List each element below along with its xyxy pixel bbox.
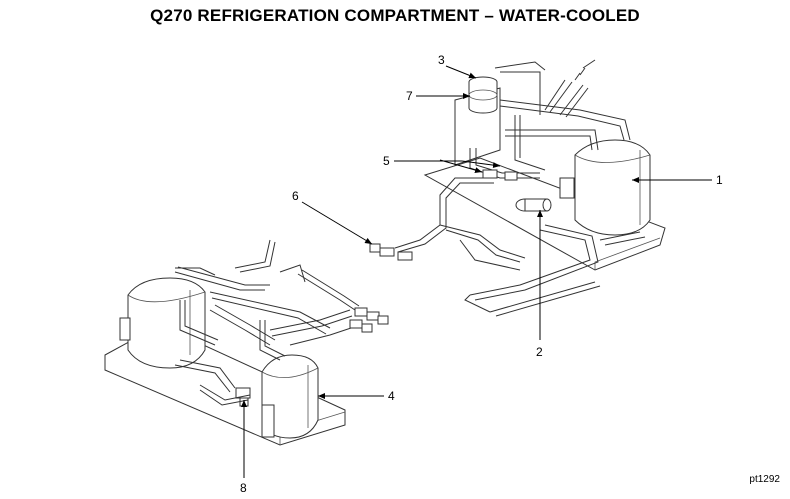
water-valve (515, 198, 552, 212)
callout-8: 8 (240, 481, 247, 495)
figure-id: pt1292 (749, 474, 780, 485)
lower-rear-compressor (119, 277, 206, 369)
receiver-tank (468, 76, 498, 114)
callout-3: 3 (438, 53, 445, 67)
water-inlet-fittings (369, 243, 413, 261)
upper-base-plate (423, 157, 666, 271)
leader-5b (439, 159, 483, 173)
callout-5: 5 (383, 154, 390, 168)
diagram-title: Q270 REFRIGERATION COMPARTMENT – WATER-C… (150, 6, 640, 25)
callout-4: 4 (388, 389, 395, 403)
callout-6: 6 (292, 189, 299, 203)
leader-5c (461, 160, 501, 169)
upper-assembly (369, 59, 666, 317)
callout-7: 7 (406, 89, 413, 103)
callout-1: 1 (716, 173, 723, 187)
leader-6 (301, 201, 373, 245)
lower-front-compressor (261, 354, 319, 439)
leader-3 (445, 65, 477, 79)
upper-compressor (559, 139, 651, 236)
lower-inlet-fittings (349, 307, 389, 333)
callout-2: 2 (536, 345, 543, 359)
lower-assembly (104, 239, 389, 446)
